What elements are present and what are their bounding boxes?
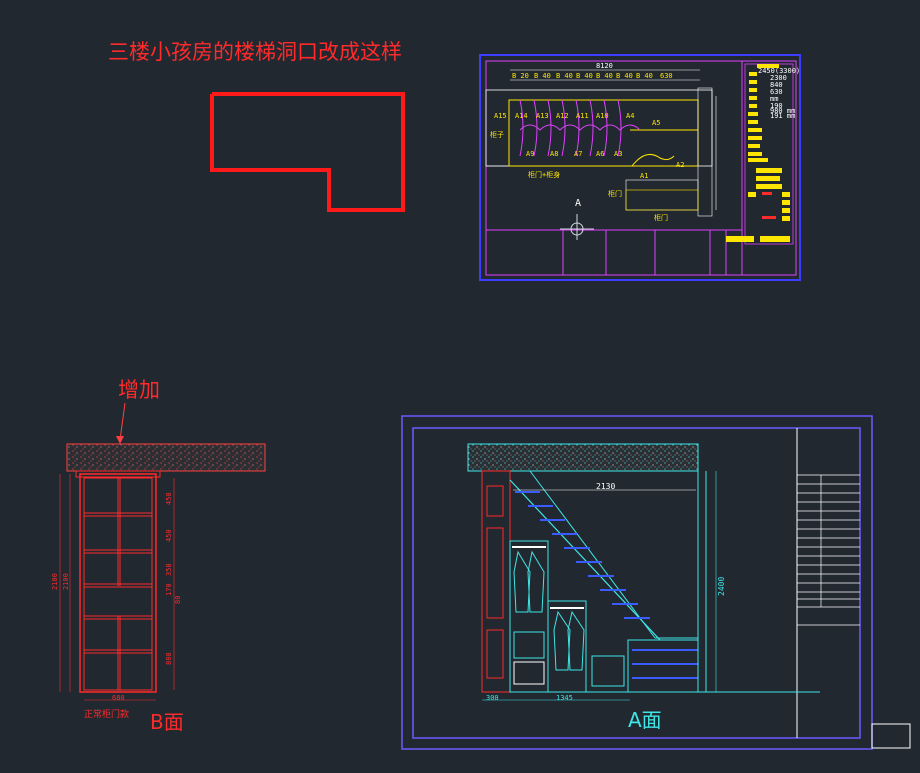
plan-label-a11: A11	[576, 112, 589, 120]
a-dim-width: 2130	[596, 482, 615, 491]
a-dim-bottom-2: 1345	[556, 694, 573, 702]
viewport-box[interactable]	[871, 723, 911, 749]
b-dim-r1: 450	[165, 492, 173, 505]
svg-text:840: 840	[770, 81, 783, 89]
annotation-add-label: 增加	[118, 378, 160, 402]
compass-icon	[560, 214, 594, 240]
elevation-b-drawing[interactable]: 2100 2100 450 450 350 170 80 800 680	[51, 402, 266, 702]
elevation-b-label: B面	[150, 710, 184, 734]
svg-text:2450(3300): 2450(3300)	[758, 67, 800, 75]
plan-label-door-body: 柜门+柜身	[528, 170, 560, 179]
plan-label-a9: A9	[526, 150, 534, 158]
b-dim-r3: 350	[165, 563, 173, 576]
svg-text:630: 630	[770, 88, 783, 96]
plan-label-a12: A12	[556, 112, 569, 120]
plan-label-a5: A5	[652, 119, 660, 127]
b-dim-height-inner: 2100	[62, 573, 70, 590]
elevation-a-drawing[interactable]: 2130 2400 300 1345	[401, 415, 911, 750]
cabinet-note-label: 正常柜门款	[84, 710, 130, 720]
plan-dim-3: B 40	[556, 72, 573, 80]
plan-label-a6: A6	[596, 150, 604, 158]
plan-label-a13: A13	[536, 112, 549, 120]
plan-label-door-2: 柜门	[654, 213, 668, 222]
plan-label-a3: A3	[614, 150, 622, 158]
plan-dim-7: B 40	[636, 72, 653, 80]
plan-label-a7: A7	[574, 150, 582, 158]
b-dim-r5: 80	[174, 596, 182, 604]
plan-label-a1: A1	[640, 172, 648, 180]
b-dim-r4: 170	[165, 583, 173, 596]
plan-dim-4: B 40	[576, 72, 593, 80]
plan-dim-2: B 40	[534, 72, 551, 80]
svg-text:191 mm: 191 mm	[770, 112, 795, 120]
b-dim-height-outer: 2100	[51, 573, 59, 590]
plan-dim-1: B 20	[512, 72, 529, 80]
b-dim-width: 680	[112, 694, 125, 702]
plan-dim-6: B 40	[616, 72, 633, 80]
plan-dim-5: B 40	[596, 72, 613, 80]
annotation-title: 三楼小孩房的楼梯洞口改成这样	[108, 40, 402, 64]
b-dim-r6: 800	[165, 652, 173, 665]
plan-dim-total: 8120	[596, 62, 613, 70]
svg-text:980 mm: 980 mm	[770, 107, 795, 115]
svg-text:2300: 2300	[770, 74, 787, 82]
b-dim-r2: 450	[165, 529, 173, 542]
plan-label-a2: A2	[676, 161, 684, 169]
stair-opening-outline[interactable]	[210, 92, 405, 212]
plan-label-a15: A15	[494, 112, 507, 120]
svg-text:mm: mm	[770, 95, 778, 103]
elevation-a-label: A面	[628, 708, 662, 732]
plan-label-a8: A8	[550, 150, 558, 158]
plan-label-a10: A10	[596, 112, 609, 120]
a-dim-bottom-1: 300	[486, 694, 499, 702]
north-label: A	[575, 198, 581, 209]
plan-label-a4: A4	[626, 112, 634, 120]
svg-text:190: 190	[770, 102, 783, 110]
plan-dim-8: 630	[660, 72, 673, 80]
a-dim-height: 2400	[717, 577, 726, 596]
plan-label-a14: A14	[515, 112, 528, 120]
plan-label-door-1: 柜门	[608, 189, 622, 198]
plan-label-cabinet: 柜子	[490, 130, 504, 139]
